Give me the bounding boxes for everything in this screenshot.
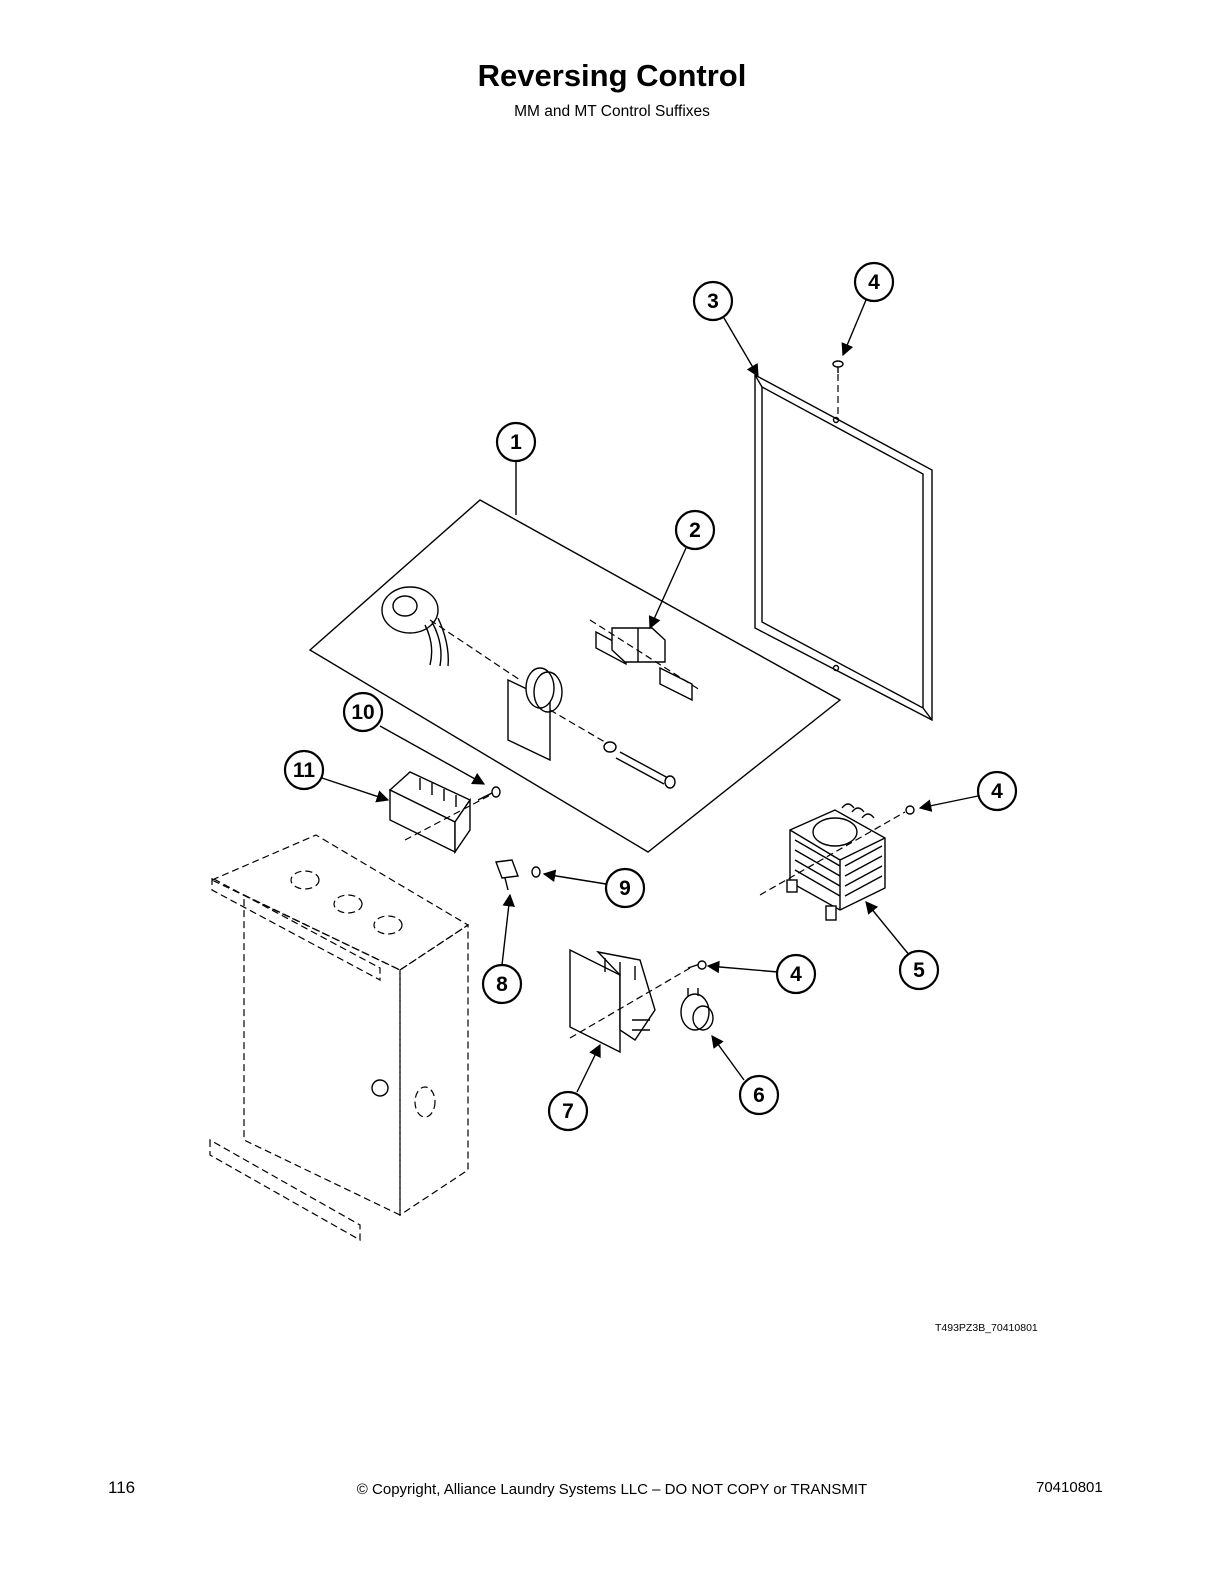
callout-11-label: 11: [293, 759, 316, 782]
panel-screw-top: [832, 360, 844, 416]
callout-3: 3: [692, 280, 734, 322]
callout-8-label: 8: [496, 973, 508, 996]
capacitor: [680, 988, 714, 1031]
copyright-notice: © Copyright, Alliance Laundry Systems LL…: [356, 1481, 868, 1498]
callout-4-right-label: 4: [991, 780, 1003, 803]
callout-2-label: 2: [689, 519, 701, 542]
callout-10-label: 10: [351, 701, 374, 724]
relay-board: [569, 948, 707, 1054]
callout-4-top: 4: [853, 261, 895, 303]
page-number: 116: [108, 1478, 136, 1497]
callout-7-label: 7: [562, 1100, 574, 1123]
callout-9: 9: [604, 867, 646, 909]
callout-4-middle: 4: [775, 953, 817, 995]
page-title: Reversing Control: [477, 58, 747, 93]
callout-5: 5: [898, 949, 940, 991]
front-panel-frame: [754, 373, 933, 722]
document-number: 70410801: [1036, 1479, 1103, 1496]
page-subtitle: MM and MT Control Suffixes: [514, 103, 710, 120]
drawing-reference: T493PZ3B_70410801: [935, 1322, 1038, 1334]
callout-1: 1: [495, 421, 537, 463]
leader-lines: [321, 299, 979, 1093]
control-box-outline: [209, 834, 470, 1242]
callout-8: 8: [481, 963, 523, 1005]
callout-5-label: 5: [913, 959, 925, 982]
callout-6-label: 6: [753, 1084, 765, 1107]
terminal-block: [388, 771, 501, 855]
callout-10: 10: [342, 691, 384, 733]
callout-7: 7: [547, 1090, 589, 1132]
callout-1-label: 1: [510, 431, 522, 454]
callout-4-top-label: 4: [868, 271, 880, 294]
transformer: [759, 803, 915, 921]
callout-4-right: 4: [976, 770, 1018, 812]
callout-6: 6: [738, 1074, 780, 1116]
callout-11: 11: [283, 749, 325, 791]
callout-3-label: 3: [707, 290, 719, 313]
callout-2: 2: [674, 509, 716, 551]
callout-4-middle-label: 4: [790, 963, 802, 986]
control-assembly-plate: [308, 499, 842, 853]
wire-clip: [495, 859, 541, 891]
callout-9-label: 9: [619, 877, 631, 900]
